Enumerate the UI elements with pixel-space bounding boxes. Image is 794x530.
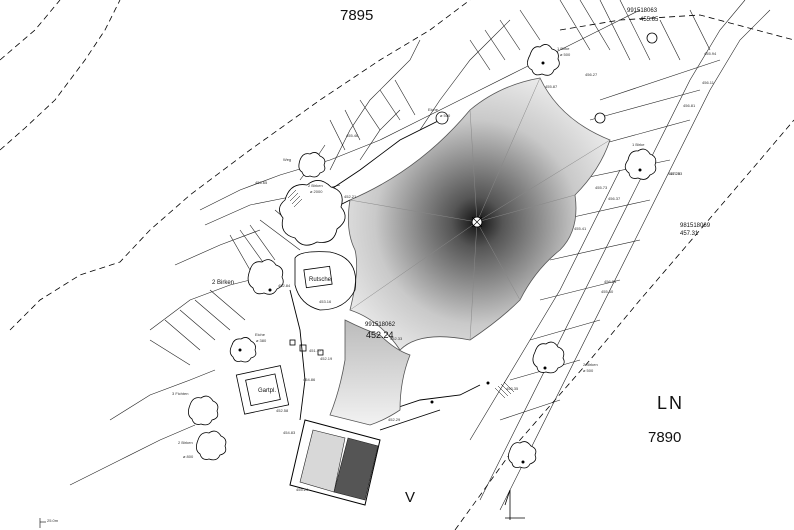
spot-elevation: 455.41 <box>574 226 587 231</box>
tree-birken-bottom <box>196 430 227 461</box>
spot-elevation: 455.94 <box>704 51 717 56</box>
parcel-label-top: 7895 <box>340 7 374 24</box>
tree-right-bottom <box>508 441 537 469</box>
spot-elevation: 456.81 <box>683 103 696 108</box>
canopy-structure <box>329 77 611 426</box>
spot-elevation: 451.17 <box>309 348 322 353</box>
point-elevation: 457.31 <box>680 231 699 237</box>
spot-elevation: 456.65 <box>255 180 268 185</box>
building <box>289 419 381 506</box>
point-id: 991518062 <box>365 322 396 328</box>
tree-birken-west <box>247 259 284 295</box>
point-elevation: 452.24 <box>366 330 394 340</box>
spot-elevation: 455.24 <box>296 487 309 492</box>
tree-label: 2 Birken <box>212 280 235 286</box>
tree-label: Eiche <box>255 332 266 337</box>
spot-elevation: 455.60 <box>601 289 614 294</box>
spot-elevation: 455.87 <box>545 84 558 89</box>
tree-mid-left <box>298 152 326 178</box>
spot-elevation: 452.29 <box>388 417 401 422</box>
tree-label: 1 Birke <box>557 46 570 51</box>
spot-elevation: 455.73 <box>595 185 608 190</box>
gerate-box <box>235 365 290 415</box>
tree-eiche-left <box>229 337 257 363</box>
zone-label: LN <box>657 393 685 413</box>
stairs <box>287 189 515 399</box>
tree-size: ø 2000 <box>310 189 323 194</box>
tree-label: 2 Birken <box>178 440 193 445</box>
trees <box>188 32 658 469</box>
spot-elevation: 457.53 <box>670 171 683 176</box>
canopy-funnel <box>329 319 411 426</box>
tree-birken-cluster-left <box>279 180 346 246</box>
spot-elevation: 455.46 <box>346 133 359 138</box>
gerate-inner <box>245 373 281 407</box>
tree-birke-top <box>527 44 560 76</box>
tree-size: ø 500 <box>440 113 451 118</box>
spot-elevation: 452.21 <box>344 194 357 199</box>
v-mark: V <box>405 489 416 506</box>
spot-elevation: 456.24 <box>604 279 617 284</box>
survey-markers <box>238 61 642 464</box>
spot-elevation: 457.20 <box>668 171 681 176</box>
point-id: 991518063 <box>627 8 658 14</box>
tree-size: ø 800 <box>183 454 194 459</box>
tree-label: 2 Birken <box>583 362 598 367</box>
tree-fichten <box>188 395 219 426</box>
tree-label: 2 Birken <box>308 183 323 188</box>
rutsche-box <box>303 265 333 289</box>
spot-elevation: 454.83 <box>283 430 296 435</box>
tree-birken-right <box>532 341 565 374</box>
spot-elevation: 453.16 <box>319 299 332 304</box>
tree-size: ø 500 <box>583 368 594 373</box>
spot-elevation: 456.37 <box>608 196 621 201</box>
scale-bar <box>39 518 46 528</box>
spot-elevation: 452.33 <box>390 336 403 341</box>
point-id: 981518069 <box>680 223 711 229</box>
tree-size: ø 500 <box>560 52 571 57</box>
tree-birke-right <box>624 148 657 180</box>
tree-label: Eiche <box>428 107 439 112</box>
playground <box>235 251 357 415</box>
tree-label: 1 Birke <box>632 142 645 147</box>
parcel-label-right: 7890 <box>648 429 682 446</box>
north-arrow-icon <box>504 489 525 520</box>
spot-elevation: 456.27 <box>585 72 598 77</box>
rutsche-area <box>294 251 357 311</box>
spot-elevation: 452.19 <box>320 356 333 361</box>
point-elevation: 455.65 <box>640 17 659 23</box>
path-label: Weg <box>283 157 292 162</box>
spot-elevation: 452.84 <box>278 283 291 288</box>
scale-label: 25.0m <box>47 518 59 523</box>
spot-elevation: 452.58 <box>276 408 289 413</box>
spot-elevation: 454.86 <box>303 377 316 382</box>
tree-eiche-top <box>435 111 449 125</box>
spot-elevation: 453.35 <box>506 386 519 391</box>
canopy-membrane <box>347 77 611 351</box>
tree-size: ø 380 <box>256 338 267 343</box>
equipment-label: Gartpl. <box>258 388 277 394</box>
building-dark-roof <box>333 437 379 501</box>
rutsche-label: Rutsche <box>309 277 332 283</box>
spot-elevation: 456.11 <box>702 80 714 85</box>
tree-label: 3 Fichten <box>172 391 189 396</box>
